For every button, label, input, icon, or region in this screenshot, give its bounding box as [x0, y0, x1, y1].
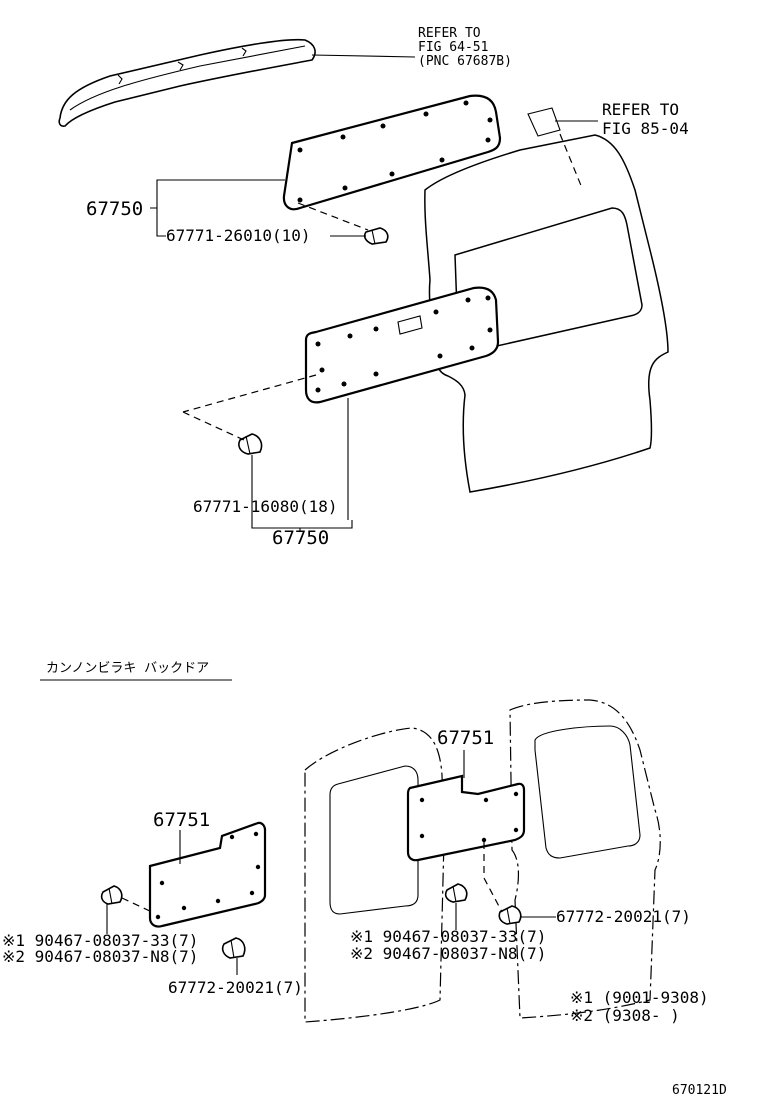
left-clip-a-dashline — [121, 897, 153, 913]
refer-door-square — [527, 107, 561, 137]
right-clip-2-part-number: ※2 90467-08037-N8(7) — [350, 944, 546, 963]
left-clip-3-part-number: 67772-20021(7) — [168, 978, 303, 997]
right-trim-panel — [406, 774, 526, 862]
left-panel-part-number: 67751 — [153, 809, 210, 831]
right-clip-1-part-number: ※1 90467-08037-33(7) — [350, 927, 546, 946]
upper-clip — [363, 227, 389, 245]
note-1: ※1 (9001-9308) — [570, 988, 709, 1007]
left-clip-b — [221, 937, 246, 959]
figure-code: 670121D — [672, 1083, 727, 1098]
svg-text:(PNC 67687B): (PNC 67687B) — [418, 54, 512, 69]
left-trim-panel — [148, 821, 267, 928]
left-barn-door — [304, 727, 445, 1023]
left-clip-1-part-number: ※1 90467-08037-33(7) — [2, 931, 198, 950]
right-panel-part-number: 67751 — [437, 727, 494, 749]
svg-text:FIG 64-51: FIG 64-51 — [418, 40, 488, 55]
upper-panel-bracket — [150, 179, 285, 237]
upper-trim-panel — [282, 94, 502, 211]
lower-clip-dashline-a — [182, 374, 317, 413]
lower-panel-part-number: 67750 — [272, 527, 329, 549]
note-2: ※2 (9308- ) — [570, 1006, 680, 1025]
section-title: カンノンビラキ バックドア — [46, 661, 209, 676]
right-clip-a — [444, 883, 468, 903]
right-clip-b-dashline — [483, 842, 503, 913]
left-clip-2-part-number: ※2 90467-08037-N8(7) — [2, 947, 198, 966]
spoiler-leader — [311, 54, 416, 58]
upper-clip-part-number: 67771-26010(10) — [166, 226, 311, 245]
right-clip-3-part-number: 67772-20021(7) — [556, 907, 691, 926]
refer-door-dashline — [559, 133, 583, 189]
spoiler-part — [58, 38, 316, 127]
lower-trim-panel — [304, 286, 500, 404]
svg-text:REFER TO: REFER TO — [602, 100, 679, 119]
left-clip-a — [100, 885, 123, 905]
right-clip-b — [498, 905, 522, 925]
lower-clip — [238, 433, 263, 455]
svg-text:FIG 85-04: FIG 85-04 — [602, 119, 689, 138]
upper-panel-part-number: 67750 — [86, 198, 143, 220]
refer-spoiler-label: REFER TO FIG 64-51 (PNC 67687B) — [418, 26, 512, 69]
lower-clip-part-number: 67771-16080(18) — [193, 497, 338, 516]
lower-part-bracket — [251, 520, 353, 532]
lower-clip-dashline-b — [182, 411, 245, 441]
refer-door-label: REFER TO FIG 85-04 — [602, 100, 689, 138]
upper-clip-dashline — [297, 202, 369, 231]
right-barn-door — [509, 699, 661, 1019]
svg-text:REFER TO: REFER TO — [418, 26, 481, 41]
